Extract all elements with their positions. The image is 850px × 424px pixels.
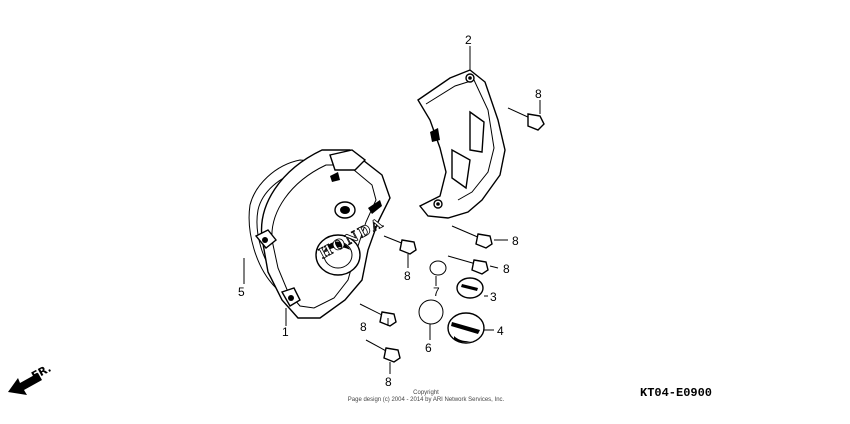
callout-8-cover-left: 8	[404, 269, 411, 283]
callout-8-middle-1: 8	[512, 234, 519, 248]
callout-6: 6	[425, 341, 432, 355]
leader-lines	[243, 46, 541, 374]
o-ring-small[interactable]	[429, 260, 447, 276]
bolt-upper-right[interactable]	[507, 107, 545, 131]
diagram-code: KT04-E0900	[640, 386, 712, 400]
copyright-line-2: Page design (c) 2004 - 2014 by ARI Netwo…	[348, 397, 505, 403]
left-crankcase-cover[interactable]: HONDA	[248, 149, 391, 319]
copyright-line-1: Copyright	[413, 390, 439, 396]
crankshaft-hole-cap[interactable]	[447, 312, 485, 344]
callout-2: 2	[465, 33, 472, 47]
callout-8-cover-lower: 8	[360, 320, 367, 334]
callout-8-cover-bottom: 8	[385, 375, 392, 389]
callout-8-upper-right: 8	[535, 87, 542, 101]
callout-5: 5	[238, 285, 245, 299]
bolt-middle-2[interactable]	[447, 255, 489, 275]
bolt-cover-left[interactable]	[383, 235, 417, 255]
o-ring-large[interactable]	[418, 299, 444, 325]
callout-4: 4	[497, 324, 504, 338]
bolt-middle-1[interactable]	[451, 225, 493, 249]
callouts: 2 8 8 8 8 8 8 7 3 4 6 1 5	[238, 33, 542, 389]
callout-7: 7	[433, 285, 440, 299]
front-arrow-icon	[8, 373, 42, 395]
callout-3: 3	[490, 290, 497, 304]
callout-1: 1	[282, 325, 289, 339]
callout-8-middle-2: 8	[503, 262, 510, 276]
front-direction-indicator: FR.	[8, 362, 53, 395]
sprocket-cover[interactable]	[417, 69, 506, 219]
bolt-cover-bottom[interactable]	[365, 339, 401, 363]
timing-hole-cap[interactable]	[456, 277, 484, 299]
gasket[interactable]	[248, 159, 323, 289]
